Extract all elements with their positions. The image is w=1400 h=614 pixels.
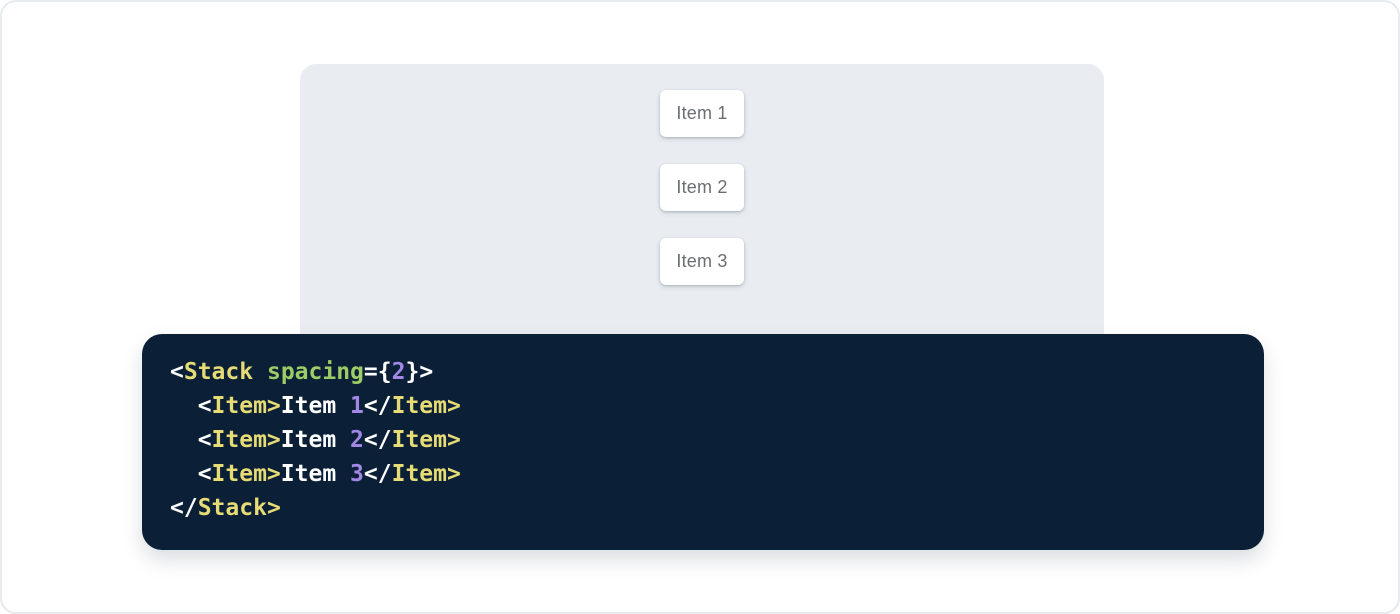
code-line: <Stack spacing={2}> xyxy=(170,355,1236,389)
code-token: Item> xyxy=(391,393,461,419)
code-token: < xyxy=(170,461,212,487)
code-token: </ xyxy=(363,427,392,453)
code-token: < xyxy=(170,427,212,453)
stack-item-label: Item 2 xyxy=(676,177,728,197)
code-token: </ xyxy=(363,393,392,419)
code-token: 1 xyxy=(350,393,364,419)
code-token: Stack> xyxy=(197,495,281,521)
code-token xyxy=(253,359,267,385)
code-token: Item xyxy=(280,427,351,453)
stack-preview-panel: Item 1 Item 2 Item 3 xyxy=(300,64,1104,364)
code-line: <Item>Item 2</Item> xyxy=(170,423,1236,457)
code-token: Item xyxy=(280,393,351,419)
stack-item-label: Item 1 xyxy=(676,103,728,123)
code-token: Item> xyxy=(391,461,461,487)
code-token: spacing xyxy=(266,359,364,385)
stack-container: Item 1 Item 2 Item 3 xyxy=(300,64,1104,285)
code-token: }> xyxy=(405,359,434,385)
code-block: <Stack spacing={2}> <Item>Item 1</Item> … xyxy=(142,334,1264,550)
code-token: </ xyxy=(170,495,198,521)
code-line: </Stack> xyxy=(170,491,1236,525)
code-token: 3 xyxy=(350,461,364,487)
code-token: Item> xyxy=(391,427,461,453)
code-line: <Item>Item 3</Item> xyxy=(170,457,1236,491)
code-token: < xyxy=(170,359,184,385)
code-token: Item xyxy=(280,461,351,487)
code-token: < xyxy=(170,393,212,419)
code-token: 2 xyxy=(350,427,364,453)
code-line: <Item>Item 1</Item> xyxy=(170,389,1236,423)
code-token: 2 xyxy=(391,359,406,385)
stack-item: Item 3 xyxy=(660,238,744,285)
code-token: </ xyxy=(363,461,392,487)
stack-item-label: Item 3 xyxy=(676,251,728,271)
code-snippet: <Stack spacing={2}> <Item>Item 1</Item> … xyxy=(142,334,1264,546)
stack-item: Item 1 xyxy=(660,90,744,137)
code-token: Item> xyxy=(211,461,281,487)
code-token: Stack xyxy=(183,359,254,385)
code-token: Item> xyxy=(211,393,281,419)
code-token: Item> xyxy=(211,427,281,453)
code-token: ={ xyxy=(363,359,392,385)
stack-item: Item 2 xyxy=(660,164,744,211)
